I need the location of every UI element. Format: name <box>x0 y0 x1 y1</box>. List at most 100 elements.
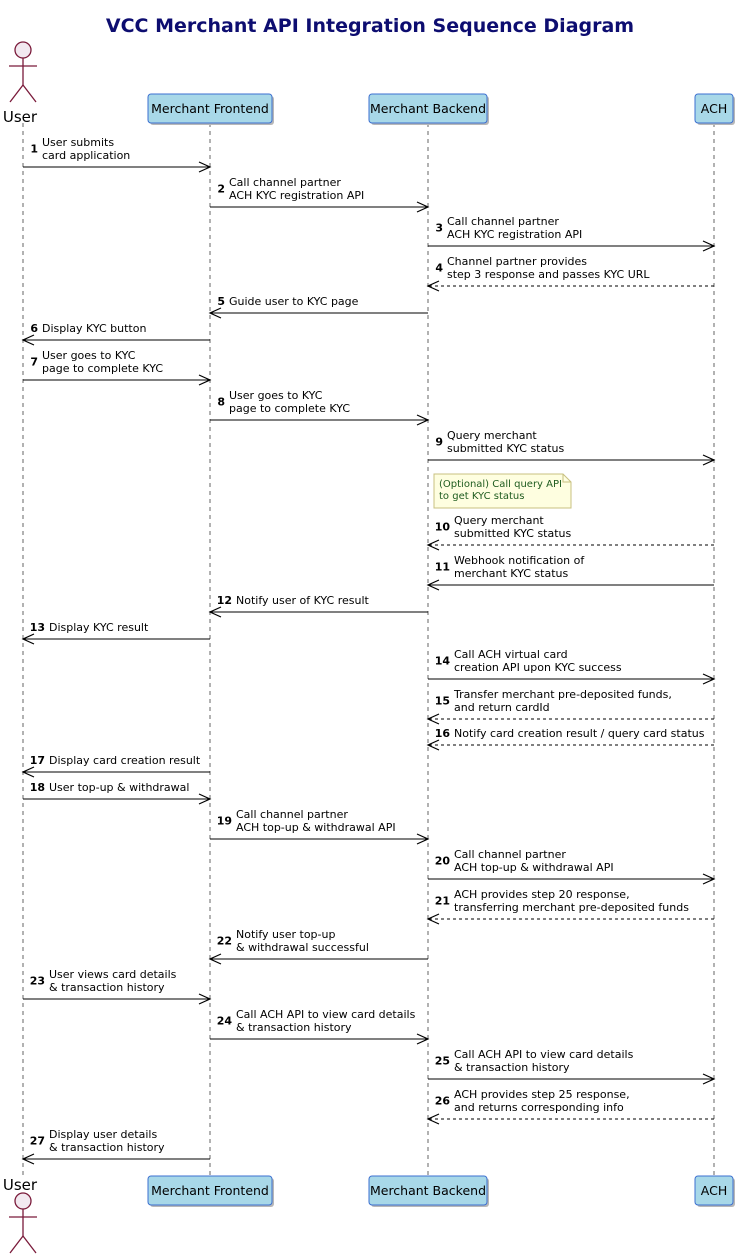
message-label: Display card creation result <box>49 754 201 767</box>
actor-leg-right <box>22 1235 37 1254</box>
note-box <box>433 473 572 509</box>
arrowhead-icon <box>416 1033 430 1045</box>
participant-label: Merchant Frontend <box>151 1183 269 1198</box>
participant-ach-bottom: ACH <box>694 1175 735 1207</box>
participant-box <box>368 1175 488 1206</box>
message-label: User submits <box>42 136 114 149</box>
arrowhead-icon <box>702 240 716 252</box>
message-label: submitted KYC status <box>447 442 565 455</box>
message-label: ACH KYC registration API <box>447 228 582 241</box>
message-label: & transaction history <box>454 1061 570 1074</box>
arrowhead-icon <box>198 993 212 1005</box>
message-label: User top-up & withdrawal <box>49 781 189 794</box>
message-13: 13 Display KYC result <box>21 621 210 645</box>
arrowhead-icon <box>198 374 212 386</box>
participant-box <box>694 1175 734 1206</box>
arrowhead-icon <box>426 280 440 292</box>
actor-head-icon <box>14 1192 32 1210</box>
arrowhead-icon <box>426 713 440 725</box>
message-label: ACH KYC registration API <box>229 189 364 202</box>
arrowhead-icon <box>208 606 222 618</box>
message-label: merchant KYC status <box>454 567 568 580</box>
message-number: 18 <box>30 781 45 794</box>
message-label: ACH top-up & withdrawal API <box>454 861 614 874</box>
message-label: Query merchant <box>447 429 537 442</box>
message-number: 27 <box>30 1135 45 1148</box>
message-number: 21 <box>435 895 450 908</box>
message-number: 2 <box>217 183 225 196</box>
arrowhead-icon <box>198 793 212 805</box>
message-label: Display KYC result <box>49 621 149 634</box>
message-label: Guide user to KYC page <box>229 295 359 308</box>
arrowhead-icon <box>416 201 430 213</box>
participant-backend-top: Merchant Backend <box>368 93 489 125</box>
message-number: 23 <box>30 975 45 988</box>
message-number: 12 <box>217 594 232 607</box>
arrowhead-icon <box>208 307 222 319</box>
message-label: Call ACH API to view card details <box>236 1008 416 1021</box>
participant-frontend-bottom: Merchant Frontend <box>147 1175 274 1207</box>
actor-head-icon <box>14 41 32 59</box>
message-label: Call ACH API to view card details <box>454 1048 634 1061</box>
actor-leg-left <box>9 84 24 103</box>
arrowhead-icon <box>702 454 716 466</box>
message-label: & withdrawal successful <box>236 941 369 954</box>
message-label: Call channel partner <box>236 808 348 821</box>
message-number: 6 <box>30 322 38 335</box>
message-number: 8 <box>217 396 225 409</box>
message-label: and return cardId <box>454 701 550 714</box>
message-label: page to complete KYC <box>42 362 163 375</box>
arrowhead-icon <box>426 739 440 751</box>
note-line: to get KYC status <box>439 491 524 502</box>
message-label: Call channel partner <box>447 215 559 228</box>
message-number: 4 <box>435 262 443 275</box>
participant-box <box>694 93 734 124</box>
note-fold <box>562 474 571 483</box>
message-number: 14 <box>435 655 451 668</box>
participant-backend-bottom: Merchant Backend <box>368 1175 489 1207</box>
message-label: User views card details <box>49 968 177 981</box>
message-number: 7 <box>30 356 38 369</box>
actor-figure-bottom: User <box>3 1176 38 1254</box>
participant-label: Merchant Backend <box>370 101 486 116</box>
message-label: Channel partner provides <box>447 255 587 268</box>
participant-label: ACH <box>701 101 727 116</box>
message-number: 13 <box>30 621 45 634</box>
actor-leg-right <box>22 84 37 103</box>
message-label: transferring merchant pre-deposited fund… <box>454 901 689 914</box>
arrowhead-icon <box>208 953 222 965</box>
participant-frontend-top: Merchant Frontend <box>147 93 274 125</box>
message-number: 1 <box>30 143 38 156</box>
message-label: Display user details <box>49 1128 157 1141</box>
arrowhead-icon <box>21 633 35 645</box>
message-label: User goes to KYC <box>229 389 323 402</box>
message-number: 15 <box>435 695 450 708</box>
message-label: Call channel partner <box>454 848 566 861</box>
arrowhead-icon <box>702 873 716 885</box>
participant-label: Merchant Frontend <box>151 101 269 116</box>
participant-box <box>147 1175 273 1206</box>
arrowhead-icon <box>198 161 212 173</box>
message-number: 9 <box>435 436 443 449</box>
message-label: Call channel partner <box>229 176 341 189</box>
message-number: 26 <box>435 1095 451 1108</box>
message-label: ACH top-up & withdrawal API <box>236 821 396 834</box>
message-label: Notify user of KYC result <box>236 594 370 607</box>
